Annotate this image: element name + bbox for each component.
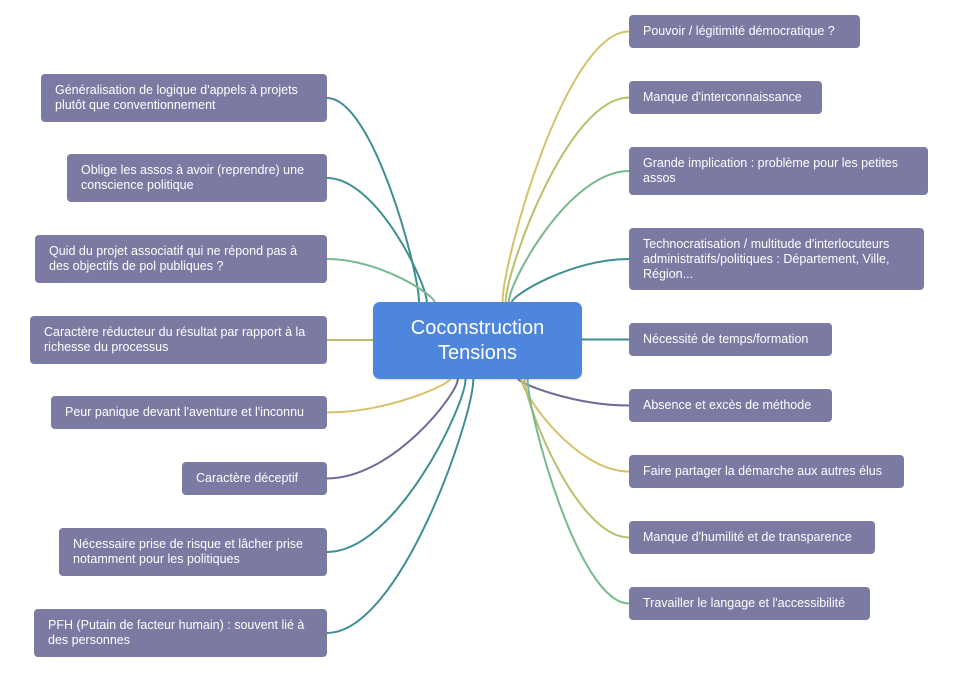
right-node-3-label: Grande implication : problème pour les p…	[643, 156, 898, 185]
right-node-9-label: Travailler le langage et l'accessibilité	[643, 596, 846, 610]
right-connector-1	[501, 30, 630, 303]
right-node-6-label: Absence et excès de méthode	[643, 398, 812, 412]
left-node-3-label: Quid du projet associatif qui ne répond …	[49, 244, 298, 273]
right-connector-8	[523, 378, 630, 539]
right-node-5[interactable]: Nécessité de temps/formation	[629, 323, 832, 356]
central-topic[interactable]: Coconstruction Tensions	[373, 302, 582, 379]
right-connector-6	[517, 378, 630, 407]
right-node-2[interactable]: Manque d'interconnaissance	[629, 81, 822, 114]
central-topic-line-1: Coconstruction	[410, 316, 545, 339]
left-node-7[interactable]: Nécessaire prise de risque et lâcher pri…	[59, 528, 327, 576]
left-node-1-label: Généralisation de logique d'appels à pro…	[55, 83, 298, 112]
right-node-1-label: Pouvoir / légitimité démocratique ?	[643, 24, 835, 38]
left-node-1[interactable]: Généralisation de logique d'appels à pro…	[41, 74, 327, 122]
left-connector-7	[326, 378, 467, 553]
left-connector-5	[326, 378, 452, 414]
right-connector-4	[510, 258, 630, 303]
left-connector-6	[326, 378, 459, 480]
left-node-6[interactable]: Caractère déceptif	[182, 462, 327, 495]
left-node-8-label: PFH (Putain de facteur humain) : souvent…	[48, 618, 305, 647]
right-node-3[interactable]: Grande implication : problème pour les p…	[629, 147, 928, 195]
left-connector-3	[326, 258, 436, 303]
right-node-2-label: Manque d'interconnaissance	[643, 90, 802, 104]
right-node-5-label: Nécessité de temps/formation	[643, 332, 809, 346]
right-node-1[interactable]: Pouvoir / légitimité démocratique ?	[629, 15, 860, 48]
right-node-4[interactable]: Technocratisation / multitude d'interloc…	[629, 228, 924, 290]
left-node-2[interactable]: Oblige les assos à avoir (reprendre) une…	[67, 154, 327, 202]
left-node-2-label: Oblige les assos à avoir (reprendre) une…	[81, 163, 305, 192]
right-node-8[interactable]: Manque d'humilité et de transparence	[629, 521, 875, 554]
left-node-6-label: Caractère déceptif	[196, 471, 299, 485]
left-connector-8	[326, 378, 475, 634]
right-node-7[interactable]: Faire partager la démarche aux autres él…	[629, 455, 904, 488]
left-node-4-label: Caractère réducteur du résultat par rapp…	[44, 325, 306, 354]
left-node-3[interactable]: Quid du projet associatif qui ne répond …	[35, 235, 327, 283]
right-node-8-label: Manque d'humilité et de transparence	[643, 530, 852, 544]
right-connector-2	[504, 96, 630, 303]
left-node-4[interactable]: Caractère réducteur du résultat par rapp…	[30, 316, 327, 364]
right-node-4-label: Technocratisation / multitude d'interloc…	[643, 236, 890, 281]
left-node-7-label: Nécessaire prise de risque et lâcher pri…	[73, 537, 303, 566]
right-connector-3	[507, 170, 630, 303]
right-node-7-label: Faire partager la démarche aux autres él…	[643, 464, 883, 478]
left-node-8[interactable]: PFH (Putain de facteur humain) : souvent…	[34, 609, 327, 657]
left-node-5-label: Peur panique devant l'aventure et l'inco…	[65, 405, 304, 419]
left-node-5[interactable]: Peur panique devant l'aventure et l'inco…	[51, 396, 327, 429]
left-connector-1	[326, 97, 420, 303]
right-connector-7	[520, 378, 630, 473]
right-node-9[interactable]: Travailler le langage et l'accessibilité	[629, 587, 870, 620]
central-topic-line-2: Tensions	[438, 341, 517, 364]
right-node-6[interactable]: Absence et excès de méthode	[629, 389, 832, 422]
right-connector-9	[526, 378, 630, 605]
